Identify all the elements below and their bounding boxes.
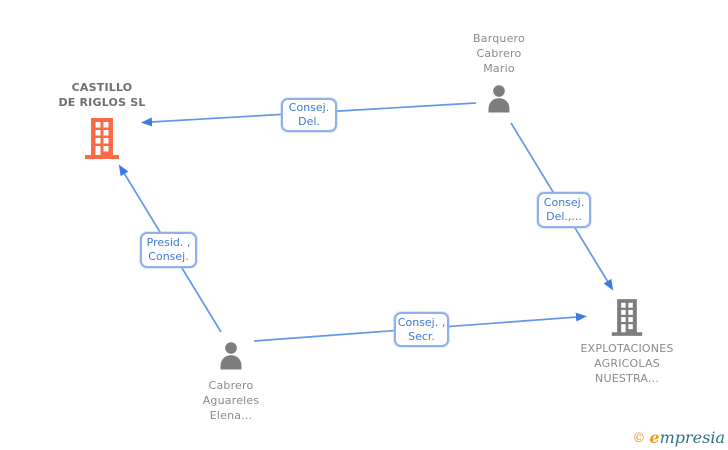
node-company-castillo[interactable]: CASTILLO DE RIGLOS SL [22, 80, 182, 159]
copyright-icon: © [632, 431, 646, 446]
empresia-logo[interactable]: ©empresia [632, 428, 725, 449]
node-company-explotaciones[interactable]: EXPLOTACIONES AGRICOLAS NUESTRA... [547, 299, 707, 386]
node-person-barquero[interactable]: Barquero Cabrero Mario [419, 31, 579, 115]
building-icon [610, 299, 644, 336]
person-icon [484, 84, 514, 115]
person-name: Barquero Cabrero Mario [473, 32, 525, 75]
person-icon [216, 340, 246, 373]
edge-label-consej-del-etc[interactable]: Consej. Del.,... [537, 192, 591, 228]
company-name: CASTILLO DE RIGLOS SL [58, 81, 146, 109]
edge-label-consej-secr[interactable]: Consej. , Secr. [394, 312, 449, 347]
edge-label-presid-consej[interactable]: Presid. , Consej. [140, 232, 197, 268]
edge-label-consej-del[interactable]: Consej. Del. [281, 98, 337, 132]
logo-letter-e: e [649, 428, 660, 447]
person-name: Cabrero Aguareles Elena... [202, 379, 260, 422]
company-name: EXPLOTACIONES AGRICOLAS NUESTRA... [580, 342, 674, 385]
node-person-cabrero[interactable]: Cabrero Aguareles Elena... [151, 340, 311, 423]
building-icon [83, 118, 121, 159]
logo-text: mpresia [659, 428, 725, 447]
